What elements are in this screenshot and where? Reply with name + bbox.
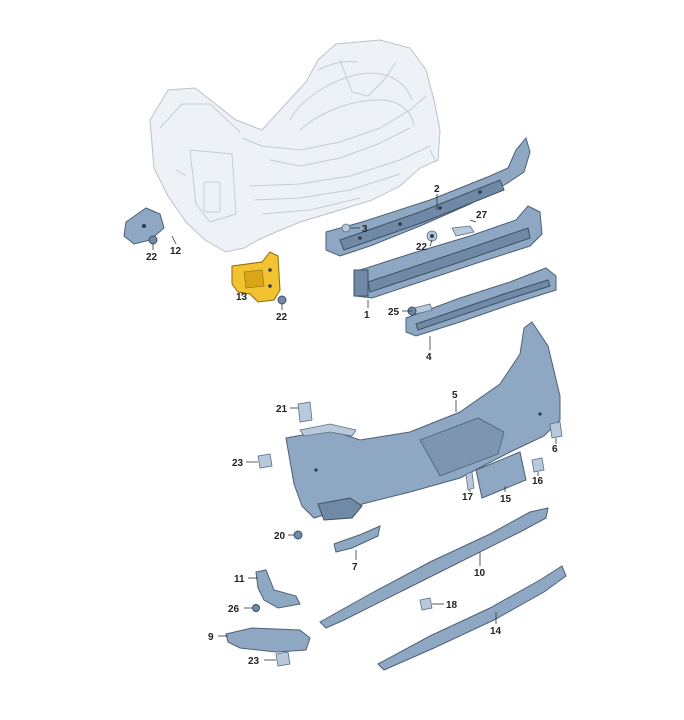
fastener-22-bracket — [277, 295, 287, 305]
rear-body-shell — [149, 39, 441, 253]
callout-9: 9 — [208, 632, 214, 643]
part-12-side-bracket — [123, 207, 165, 245]
callout-20: 20 — [274, 531, 286, 542]
part-9-bracket — [225, 627, 311, 653]
clip-23-upper — [257, 453, 273, 469]
part-7-reflector — [333, 525, 381, 553]
clip-23-lower — [275, 651, 291, 667]
callout-18: 18 — [446, 600, 458, 611]
callout-7: 7 — [352, 562, 358, 573]
callout-13: 13 — [236, 292, 248, 303]
callout-26: 26 — [228, 604, 240, 615]
part-1-bumper-beam — [353, 205, 543, 299]
callout-6: 6 — [552, 444, 558, 455]
fastener-22-left — [148, 235, 158, 245]
callout-10: 10 — [474, 568, 486, 579]
part-5-bumper-cover — [285, 321, 561, 521]
callout-23: 23 — [232, 458, 244, 469]
fastener-22-upper — [426, 230, 438, 242]
callout-15: 15 — [500, 494, 512, 505]
part-2-upper-carrier — [325, 136, 531, 257]
bolt-20 — [293, 530, 303, 540]
callout-2: 2 — [434, 184, 440, 195]
callout-22: 22 — [416, 242, 428, 253]
callout-1: 1 — [364, 310, 370, 321]
callout-22: 22 — [276, 312, 288, 323]
callout-21: 21 — [276, 404, 288, 415]
callout-4: 4 — [426, 352, 432, 363]
callout-14: 14 — [490, 626, 502, 637]
callout-17: 17 — [462, 492, 474, 503]
callout-27: 27 — [476, 210, 488, 221]
clip-17 — [465, 471, 475, 491]
part-10-lower-trim — [319, 507, 549, 629]
fastener-21 — [297, 401, 313, 423]
callout-25: 25 — [388, 307, 400, 318]
callout-23: 23 — [248, 656, 260, 667]
callout-labels: 2 3 27 22 1 25 4 22 12 13 22 5 21 6 23 1… — [146, 184, 558, 667]
part-14-lower-spoiler — [377, 565, 567, 671]
callout-3: 3 — [362, 224, 368, 235]
fastener-3 — [341, 223, 351, 233]
callout-22: 22 — [146, 252, 158, 263]
leader-lines — [152, 194, 557, 661]
part-11-bracket — [255, 569, 301, 609]
clip-18 — [419, 597, 433, 611]
clip-16 — [531, 457, 545, 473]
bolt-26 — [252, 604, 260, 612]
part-4-energy-absorber — [405, 267, 557, 337]
fastener-6 — [549, 421, 563, 439]
clip-27 — [451, 225, 475, 237]
callout-16: 16 — [532, 476, 544, 487]
callout-5: 5 — [452, 390, 458, 401]
part-15-license-plate-holder — [475, 451, 527, 499]
part-13-guide-bracket-highlighted — [231, 251, 281, 303]
callout-11: 11 — [234, 574, 245, 585]
callout-12: 12 — [170, 246, 182, 257]
